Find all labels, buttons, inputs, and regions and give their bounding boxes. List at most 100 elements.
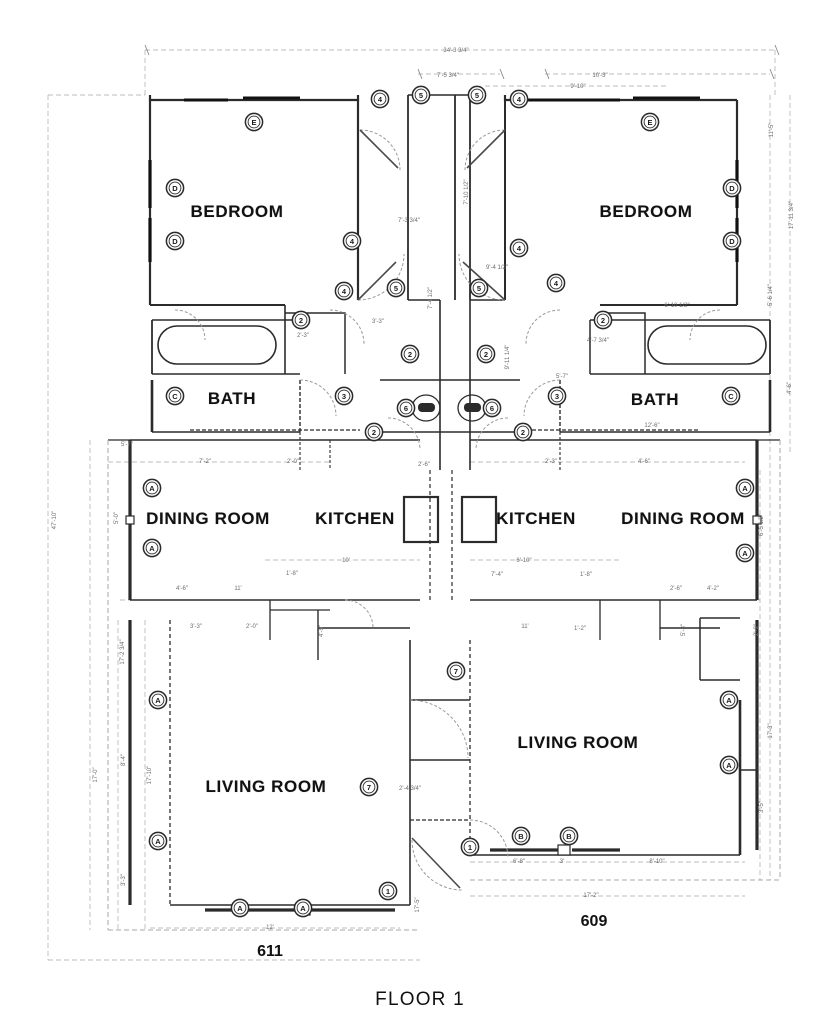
dimension-dim-living-l: 17'-5" [415,897,421,913]
marker-label: B [566,832,572,841]
dimension-dim-left-d: 4'-6" [176,586,188,592]
marker-label: D [172,184,178,193]
marker-label: 7 [367,783,371,792]
marker-a-bubble: A [230,898,250,918]
unit-number-611: 611 [257,943,283,960]
dimension-dim-mid-d: 9'-4 1/2" [486,265,508,271]
marker-4-bubble: 4 [370,89,390,109]
marker-inner-ring [643,115,657,129]
room-label-dining-right: DINING ROOM [621,509,745,528]
marker-inner-ring [337,389,351,403]
marker-2-bubble: 2 [400,344,420,364]
room-label-bath-left: BATH [207,389,257,408]
dimension-dim-left-v2: 17'-2 3/4" [120,639,126,665]
marker-inner-ring [247,115,261,129]
room-label-kitchen-left: KITCHEN [315,509,395,528]
marker-d-bubble: D [722,178,742,198]
marker-e-bubble: E [244,112,264,132]
dimension-dim-right-v1: 11'-5" [769,122,775,138]
marker-4-bubble: 4 [546,273,566,293]
dimension-dim-mid-a: 7'-3 3/4" [398,218,420,224]
room-label-bedroom-right: BEDROOM [599,202,693,221]
dimension-dim-left-v3: 17'-0" [93,767,99,783]
dimension-dim-left-f: 2'-0" [246,624,258,630]
dimension-dim-bot-i: 6'-10" [516,558,532,564]
marker-label: B [518,832,524,841]
marker-2-bubble: 2 [476,344,496,364]
dimension-dim-right-v7: 3'-5" [759,801,765,813]
dimension-dim-mid-i: 2'-3" [297,333,309,339]
wall-bedroom-left-top [148,95,360,102]
dimension-dim-bot-o: 4'-2" [707,586,719,592]
marker-label: 6 [404,404,408,413]
marker-a-bubble: A [735,478,755,498]
marker-label: A [300,904,306,913]
marker-label: C [172,392,178,401]
marker-label: D [729,184,735,193]
marker-inner-ring [724,389,738,403]
marker-4-bubble: 4 [509,89,529,109]
bathtub-left [157,325,277,365]
marker-a-bubble: A [735,543,755,563]
marker-inner-ring [472,281,486,295]
sheet-title: FLOOR 1 [375,989,465,1010]
marker-inner-ring [337,284,351,298]
marker-inner-ring [145,481,159,495]
marker-label: D [172,237,178,246]
marker-inner-ring [414,88,428,102]
dimension-dim-left-a: 5'-7" [121,442,133,448]
marker-b-bubble: B [559,826,579,846]
marker-inner-ring [512,92,526,106]
marker-label: 4 [554,279,559,288]
unit-number-609: 609 [580,913,608,930]
marker-inner-ring [549,276,563,290]
dimension-dim-bot-n: 2'-6" [670,586,682,592]
marker-label: 2 [484,350,488,359]
door-swings-layer [174,129,721,891]
marker-inner-ring [722,758,736,772]
marker-6-bubble: 6 [396,398,416,418]
dimension-dim-mid-k: 12'-6" [644,423,660,429]
marker-inner-ring [485,401,499,415]
marker-a-bubble: A [142,478,162,498]
marker-2-bubble: 2 [593,310,613,330]
dimension-dim-right-v5: 6'-5 1/2" [759,514,765,536]
marker-label: 2 [299,316,303,325]
marker-5-bubble: 5 [386,278,406,298]
dimension-dim-left-g: 11' [234,586,242,592]
marker-inner-ring [725,234,739,248]
marker-inner-ring [389,281,403,295]
dimension-dim-right-v2: 17'-11 3/4" [789,200,795,230]
marker-inner-ring [722,693,736,707]
dimension-dim-bot-c: 3' [559,859,565,865]
marker-1-bubble: 1 [378,881,398,901]
marker-inner-ring [738,481,752,495]
marker-inner-ring [516,425,530,439]
dimension-dim-left-b: 7'-2" [199,459,211,465]
dimension-dim-mid-c: 7'-4 1/2" [428,287,434,309]
marker-inner-ring [373,92,387,106]
marker-d-bubble: D [165,178,185,198]
dimension-dim-overall-top: 34'-3 3/4" [443,48,469,54]
marker-inner-ring [362,780,376,794]
marker-inner-ring [562,829,576,843]
dimension-dim-right-v4: 4'-6" [787,382,793,394]
marker-4-bubble: 4 [334,281,354,301]
dimension-dim-left-v1: 47'-10" [52,510,58,530]
marker-inner-ring [145,541,159,555]
marker-label: 4 [378,95,383,104]
marker-d-bubble: D [165,231,185,251]
marker-label: 4 [517,95,522,104]
marker-5-bubble: 5 [411,85,431,105]
marker-inner-ring [296,901,310,915]
marker-label: 4 [517,244,522,253]
dimension-dim-bot-b: 6'-8" [513,859,525,865]
marker-label: C [728,392,734,401]
marker-a-bubble: A [293,898,313,918]
dimension-dim-mid-f: 6'-10 1/2" [664,303,690,309]
dimension-dim-left-h: 1'-8" [286,571,298,577]
marker-label: E [251,118,256,127]
dimension-dim-bot-g: 2'-3" [545,459,557,465]
marker-inner-ring [345,234,359,248]
marker-inner-ring [403,347,417,361]
